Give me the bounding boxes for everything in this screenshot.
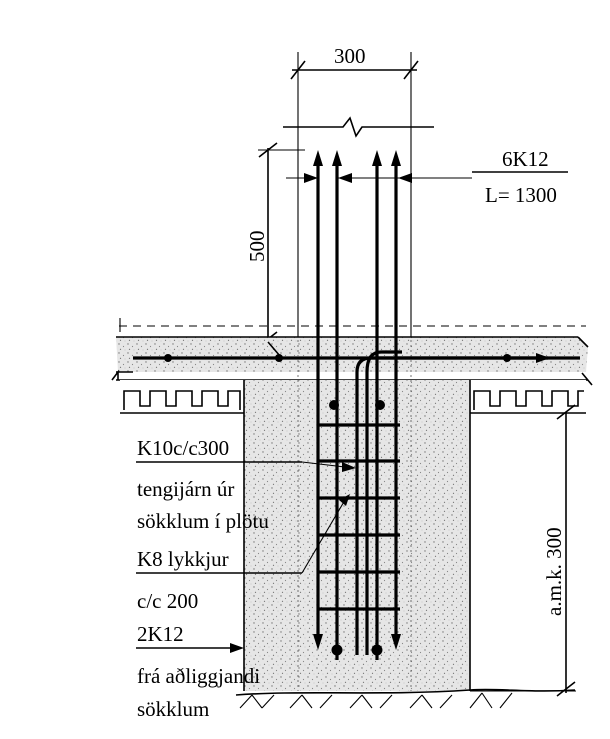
lap-dimension: 500: [245, 142, 305, 347]
floor-slab: [111, 318, 593, 386]
connector-callout: K10c/c300 tengijárn úr sökklum í plötu: [136, 436, 356, 533]
insulation-left: [120, 380, 244, 414]
connector-desc-2: sökklum í plötu: [137, 509, 269, 533]
lap-dim-label: 500: [245, 231, 269, 263]
bottom-bars-label: 2K12: [137, 622, 184, 646]
ground-line: [235, 688, 576, 709]
stirrups-label: K8 lykkjur: [137, 547, 229, 571]
insulation-right: [470, 380, 586, 414]
bottom-desc-2: sökklum: [137, 697, 209, 721]
depth-dimension: a.m.k. 300: [470, 404, 576, 697]
top-bars-callout: 6K12 L= 1300: [286, 147, 568, 207]
vertical-bars: [313, 150, 550, 660]
top-bars-label: 6K12: [502, 147, 549, 171]
bar-section: [375, 400, 385, 410]
bottom-bars-callout: 2K12 frá aðliggjandi sökklum: [136, 622, 260, 721]
top-bars-length-label: L= 1300: [485, 183, 557, 207]
stirrups-spacing-label: c/c 200: [137, 589, 198, 613]
stirrups-callout: K8 lykkjur c/c 200: [136, 494, 350, 613]
width-dimension: 300: [290, 44, 419, 340]
connector-bars-label: K10c/c300: [137, 436, 229, 460]
bar-section: [329, 400, 339, 410]
connector-desc-1: tengijárn úr: [137, 477, 234, 501]
bar-section: [331, 644, 343, 656]
bottom-desc-1: frá aðliggjandi: [137, 664, 260, 688]
width-dim-label: 300: [334, 44, 366, 68]
slab-bar-section: [275, 354, 283, 362]
slab-bar-section: [164, 354, 172, 362]
depth-dim-label: a.m.k. 300: [542, 527, 566, 616]
break-line: [283, 116, 434, 138]
bar-section: [371, 644, 383, 656]
